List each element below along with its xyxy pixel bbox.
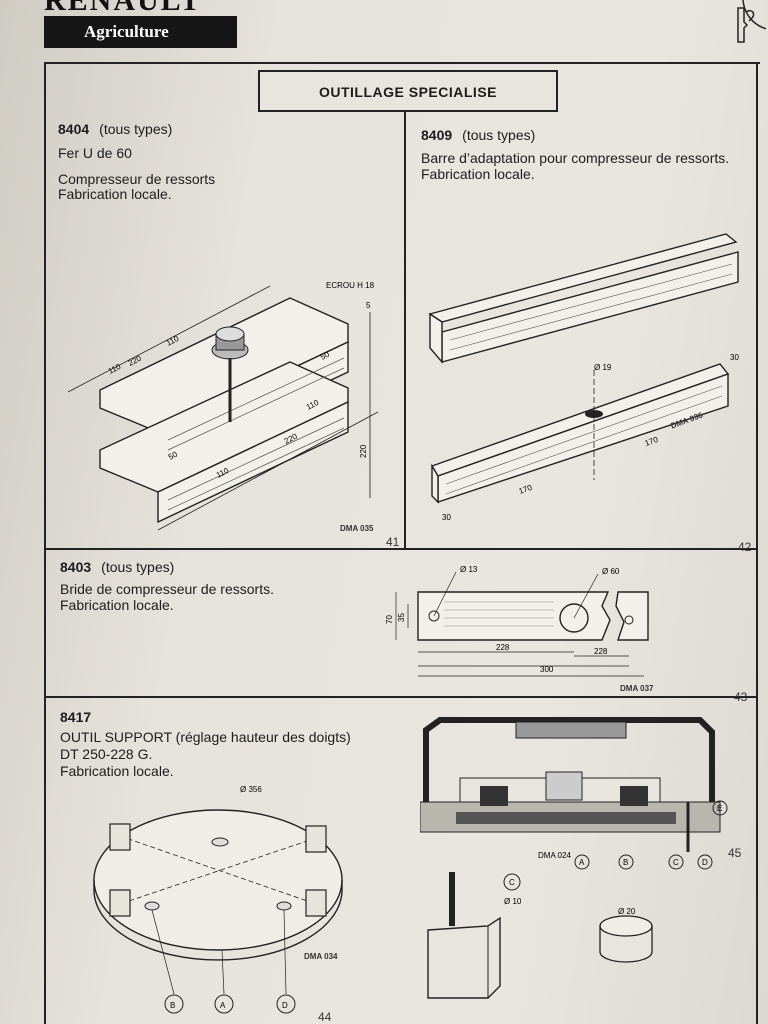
callout-label: C [509,878,515,887]
dim-label: 300 [540,665,554,674]
dim-label: Ø 356 [240,785,262,794]
drawing-ref: DMA 024 [538,851,571,860]
drawing-ref: DMA 037 [620,684,654,693]
tool-8417-heading: 8417 [60,709,91,726]
brand-header: RENAULT Agriculture [44,0,237,50]
dim-label: 30 [442,513,451,522]
page-number: 42 [738,540,752,554]
brand-logo: RENAULT [44,0,237,16]
tool-8417-desc-2: DT 250-228 G. [60,746,153,762]
dim-label: 5 [366,301,371,310]
callout-label: D [702,858,708,867]
callout-label: A [579,858,585,867]
clamp-drawing: Ø 13 Ø 60 70 35 228 228 300 [385,565,649,677]
dim-label: Ø 20 [618,907,636,916]
dim-label: 220 [359,444,368,458]
callout-label: B [170,1001,175,1010]
dim-label: Ø 13 [460,565,478,574]
dim-label: ECROU H 18 [326,281,375,290]
callout-label: D [282,1001,288,1010]
dim-label: 170 [518,483,534,496]
dim-label: 228 [594,647,608,656]
dim-label: 220 [127,353,143,367]
tool-code: 8417 [60,709,92,725]
brand-subtitle: Agriculture [44,16,237,48]
tool-8404-desc-3: Fabrication locale. [58,186,172,202]
divider [44,696,758,698]
dim-label: 228 [496,643,510,652]
tool-types: (tous types) [101,559,175,575]
dim-label: 70 [385,615,394,624]
dim-label: Ø 10 [504,897,522,906]
dim-label: Ø 60 [602,567,620,576]
dim-label: 35 [397,613,406,622]
tool-8404-desc-1: Fer U de 60 [58,145,132,161]
divider [44,548,758,550]
callout-label: C [673,858,679,867]
page-number: 44 [318,1010,332,1024]
support-assembly-drawing: DMA 024 A B C D E [420,717,728,870]
drawing-ref: DMA 034 [304,952,338,961]
finger-disc-drawing: Ø 20 [599,907,653,963]
drawing-ref: DMA 035 [340,524,374,533]
divider [756,62,758,1024]
spring-compressor-drawing: 220 110 110 220 110 110 5 50 50 220 ECRO… [67,281,379,531]
wrench-screwdriver-icon [737,0,766,43]
tool-8409-heading: 8409 (tous types) [421,127,535,144]
finger-block-drawing: C Ø 10 [427,872,522,999]
tool-8403-desc-2: Fabrication locale. [60,597,174,613]
page-number: 43 [734,690,748,704]
tool-types: (tous types) [99,121,173,137]
callout-label: E [717,804,722,813]
tool-8417-desc-3: Fabrication locale. [60,763,174,779]
dim-label: 110 [107,362,123,376]
tool-types: (tous types) [462,127,536,143]
tool-code: 8404 [58,121,90,137]
tool-8404-desc-2: Compresseur de ressorts [58,171,216,187]
tool-8403-desc-1: Bride de compresseur de ressorts. [60,581,274,597]
dim-label: Ø 19 [594,363,612,372]
sheet-frame [44,62,760,1024]
page-title: OUTILLAGE SPECIALISE [258,70,558,112]
tool-8417-desc-1: OUTIL SUPPORT (réglage hauteur des doigt… [60,729,351,745]
callout-label: A [220,1001,226,1010]
tool-8409-desc-2: Fabrication locale. [421,166,535,182]
divider [404,112,406,548]
tool-8409-desc-1: Barre d’adaptation pour compresseur de r… [421,150,730,166]
page-number: 41 [386,535,400,549]
tool-code: 8409 [421,127,453,143]
callout-label: B [623,858,628,867]
page-number: 45 [728,846,742,860]
tool-8403-heading: 8403 (tous types) [60,559,174,576]
tool-code: 8403 [60,559,92,575]
adapter-bar-drawing: Ø 19 30 170 170 30 [428,233,739,522]
dim-label: 170 [644,435,660,448]
dim-label: 110 [165,334,181,348]
dim-label: 30 [730,353,739,362]
tool-8404-heading: 8404 (tous types) [58,121,172,138]
support-plate-drawing: Ø 356 B A D [93,785,343,1014]
